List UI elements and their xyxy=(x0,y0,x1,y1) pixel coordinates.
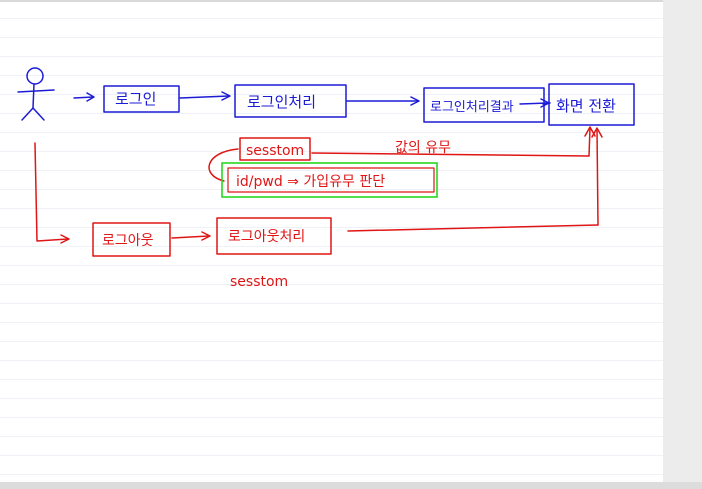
stick-figure-user-icon xyxy=(17,67,55,121)
node-logout-label: 로그아웃 xyxy=(102,233,154,249)
arrow-session-to-screen xyxy=(311,126,596,157)
arrow-user-to-logout xyxy=(34,142,70,244)
arrow-process-to-result xyxy=(346,96,420,106)
right-scroll-area[interactable] xyxy=(663,0,702,489)
node-login-process-label: 로그인처리 xyxy=(247,93,316,111)
node-id-pwd-check-label: id/pwd ⇒ 가입유무 판단 xyxy=(236,174,385,190)
top-border xyxy=(0,0,702,2)
arrow-user-to-login xyxy=(73,92,95,102)
node-login-result: 로그인처리결과 xyxy=(423,87,545,123)
node-login: 로그인 xyxy=(103,85,180,113)
loop-connector xyxy=(208,148,239,182)
node-logout-process: 로그아웃처리 xyxy=(216,217,332,255)
arrow-logout-to-process xyxy=(171,231,211,241)
arrow-logout-to-screen xyxy=(347,127,603,232)
node-session-check: sesstom xyxy=(239,137,311,161)
arrow-login-to-process xyxy=(179,91,231,101)
node-screen-switch-label: 화면 전환 xyxy=(556,97,616,115)
bottom-border xyxy=(0,482,702,489)
node-id-pwd-check: id/pwd ⇒ 가입유무 판단 xyxy=(221,162,438,198)
logout-session-label: sesstom xyxy=(230,274,288,290)
node-login-label: 로그인 xyxy=(115,90,156,108)
node-screen-switch: 화면 전환 xyxy=(548,83,635,126)
node-login-process: 로그인처리 xyxy=(234,84,347,118)
node-login-result-label: 로그인처리결과 xyxy=(430,100,514,115)
arrow-result-to-screen xyxy=(519,98,551,108)
node-logout-process-label: 로그아웃처리 xyxy=(228,229,305,245)
node-session-check-label: sesstom xyxy=(246,143,304,159)
session-note-label: 값의 유무 xyxy=(395,140,451,156)
node-logout: 로그아웃 xyxy=(92,222,171,257)
